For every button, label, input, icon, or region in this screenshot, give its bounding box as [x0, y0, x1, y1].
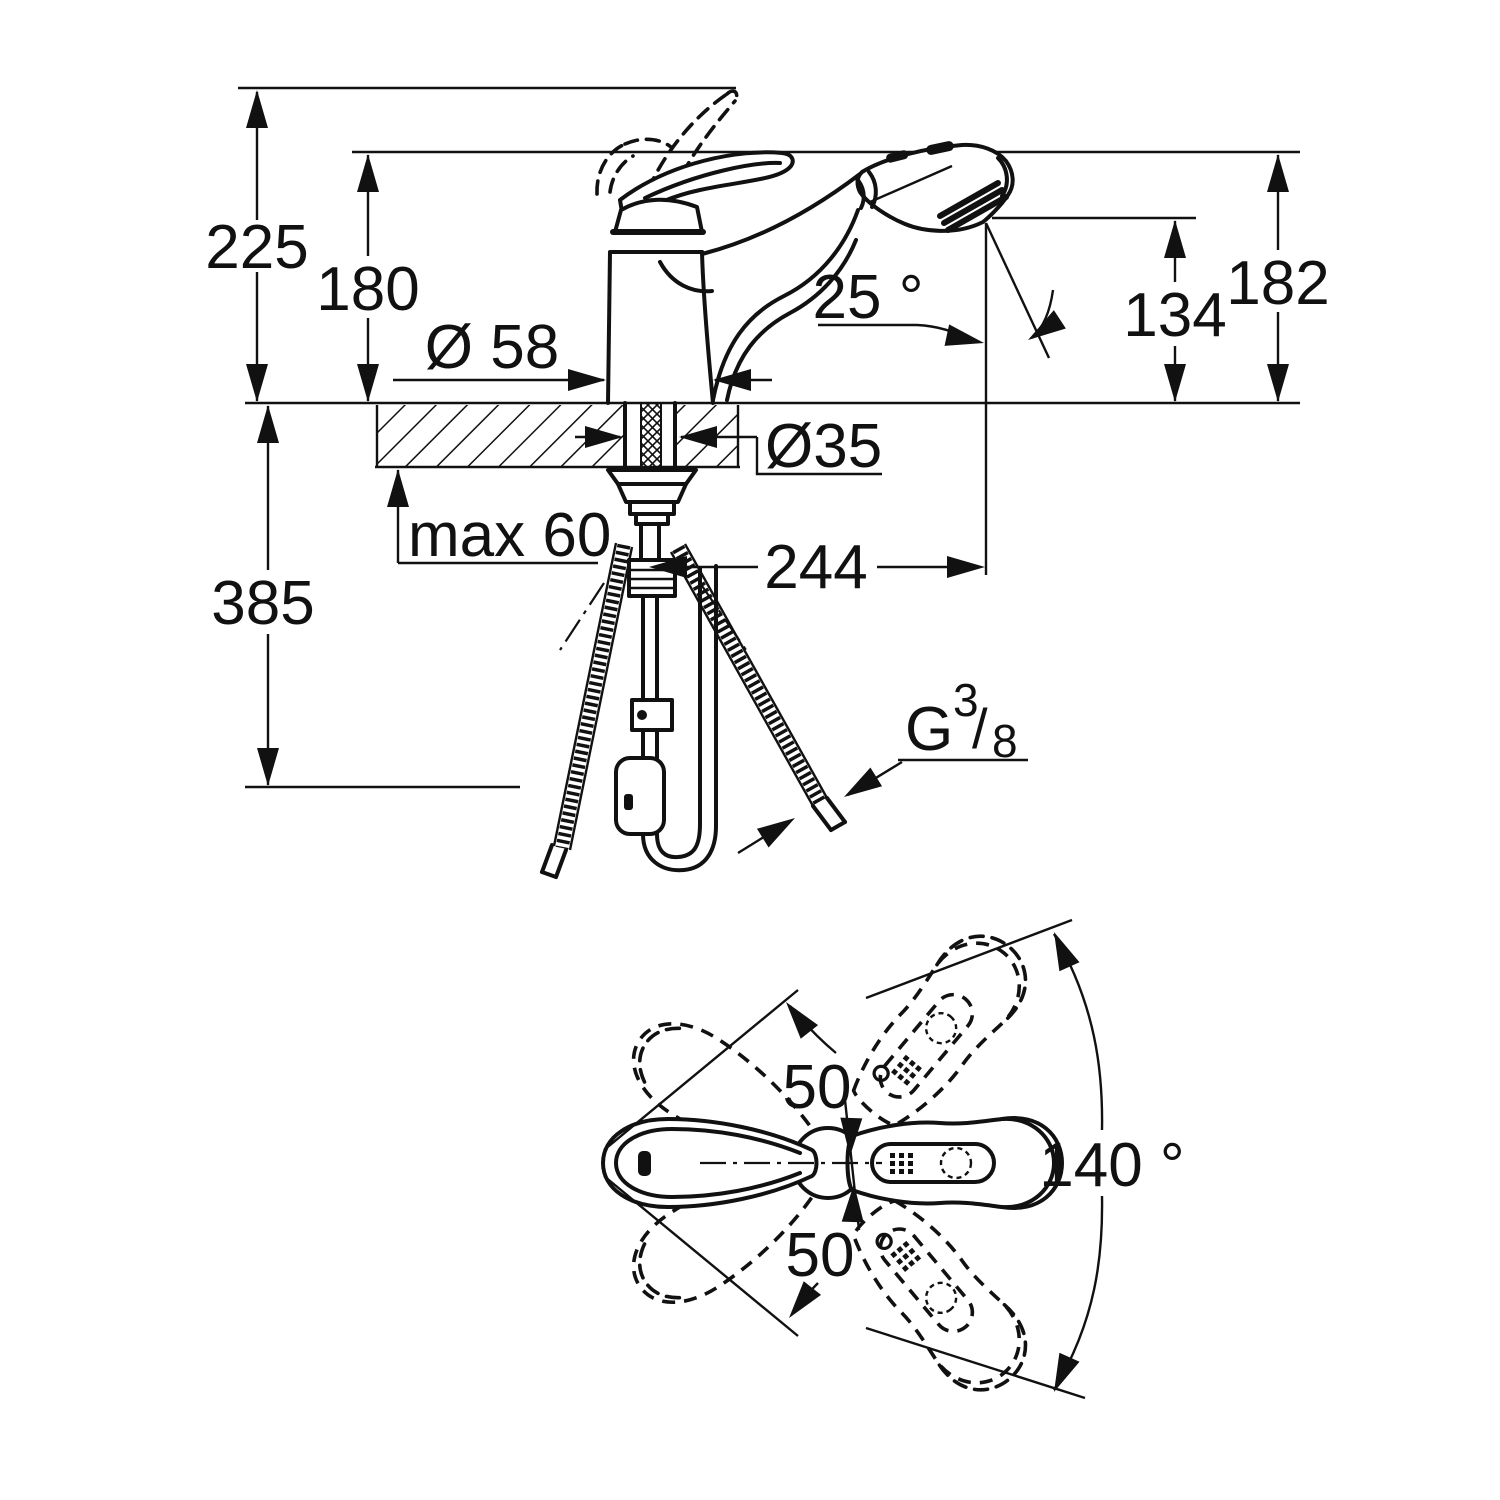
cartridge-cap [613, 197, 704, 234]
dim-thread-g38: G 3 / 8 [737, 674, 1028, 855]
spray-head [854, 141, 1015, 233]
spray-dot-grid [890, 1153, 913, 1174]
dim-385: 385 [211, 405, 315, 786]
dim-140: 140 ° [1039, 927, 1185, 1397]
spout [658, 172, 862, 402]
faucet-body [595, 89, 1015, 405]
dim-label-385: 385 [211, 569, 314, 638]
dim-hole-diameter: Ø35 [575, 412, 882, 481]
spray-button [886, 150, 909, 163]
angle-line-lower-left [603, 1175, 799, 1337]
handle-phantom-upper [851, 934, 1028, 1128]
dim-label-50-lower: 50 ° [786, 1221, 897, 1290]
dim-max-60: max 60 [387, 469, 611, 570]
dim-182: 182 [1226, 154, 1330, 402]
dim-spray-angle: 25 ° [813, 222, 1066, 575]
dim-label-max-60: max 60 [408, 501, 611, 570]
below-deck-plumbing [540, 468, 847, 879]
side-view: 225 180 Ø 58 25 ° [205, 86, 1330, 879]
angle-line-lower-right [865, 1326, 1086, 1400]
dim-label-225: 225 [205, 213, 308, 282]
dim-label-182: 182 [1226, 249, 1329, 318]
dim-244: 244 [649, 533, 985, 602]
dim-label-140: 140 ° [1039, 1131, 1184, 1200]
dim-label-134: 134 [1123, 281, 1226, 350]
dim-label-180: 180 [316, 255, 419, 324]
dim-50-lower: 50 ° [780, 1183, 897, 1325]
angle-line-upper-right [865, 918, 1073, 1000]
dim-label-244: 244 [764, 533, 867, 602]
spray-button [926, 141, 954, 155]
dim-label-thread-den: 8 [992, 715, 1018, 767]
dim-label-thread-slash: / [972, 697, 988, 760]
dim-180: 180 [316, 154, 420, 402]
dim-225: 225 [205, 90, 309, 402]
braided-hose-left [540, 542, 634, 879]
hose-weight [614, 756, 666, 836]
dim-label-spray-angle: 25 ° [813, 263, 924, 332]
braided-hose-right [669, 543, 847, 832]
reference-lines [238, 86, 1300, 789]
angle-line-upper-left [603, 989, 799, 1151]
outlet-rings [937, 180, 1009, 233]
handle-top-solid [845, 1116, 1064, 1210]
dim-50-upper: 50 ° [777, 995, 894, 1157]
dim-label-50-upper: 50 ° [783, 1053, 894, 1122]
top-view: 50 ° 50 ° 140 ° [601, 918, 1185, 1400]
dim-label-thread-num: 3 [953, 674, 979, 726]
raised-lever-phantom [595, 89, 739, 216]
handle-phantom-lower [851, 1198, 1028, 1392]
dim-label-hole-diameter: Ø35 [765, 412, 882, 481]
dim-label-thread-g: G [905, 695, 953, 764]
dim-label-base-diameter: Ø 58 [425, 313, 559, 382]
counter-slab [375, 401, 740, 472]
dim-134: 134 [1123, 220, 1227, 402]
dim-base-diameter: Ø 58 [393, 313, 772, 391]
